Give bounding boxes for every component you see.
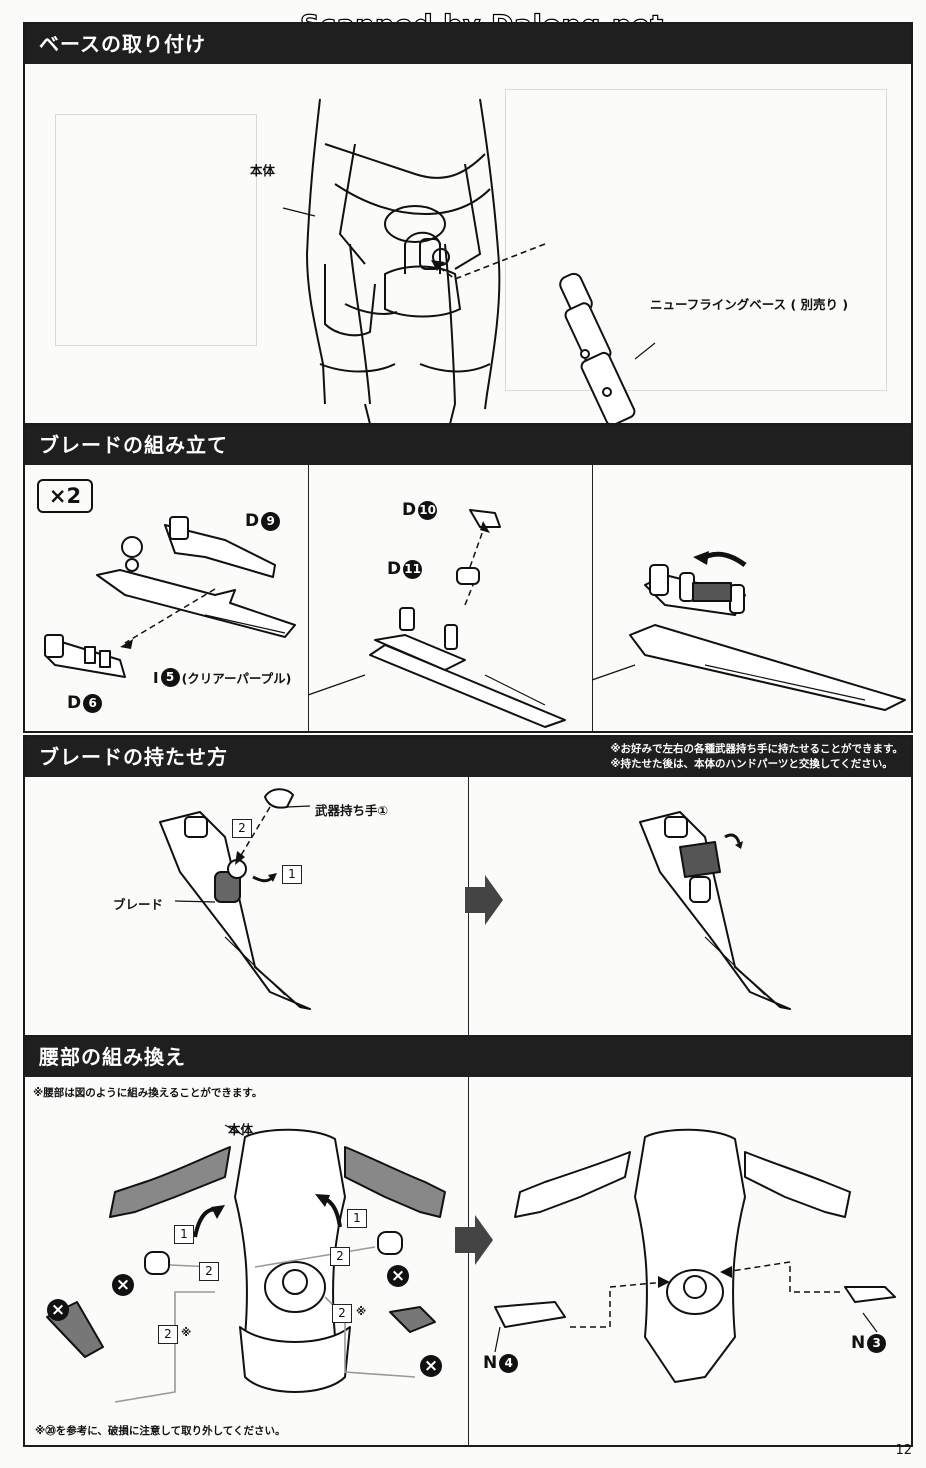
page-number: 12: [895, 1443, 912, 1458]
section-title: ベースの取り付け: [25, 24, 911, 64]
asterisk: ※: [356, 1306, 367, 1318]
step-divider: [592, 465, 593, 731]
asterisk: ※: [181, 1327, 192, 1339]
illustration-waist: ※腰部は図のように組み換えることができます。: [25, 1077, 911, 1445]
section-title: ブレードの組み立て: [25, 425, 911, 465]
part-number-badge: 5: [160, 668, 180, 687]
remove-icon: ×: [112, 1274, 134, 1296]
step-divider: [308, 465, 309, 731]
header-notes: ※お好みで左右の各種武器持ち手に持たせることができます。 ※持たせた後は、本体の…: [610, 743, 903, 770]
remove-icon: ×: [47, 1299, 69, 1321]
step-number: 1: [282, 865, 302, 884]
part-number-badge: 11: [403, 559, 423, 579]
label-body: 本体: [228, 1122, 254, 1137]
section-title: 腰部の組み換え: [25, 1037, 911, 1077]
part-number-badge: 4: [499, 1353, 519, 1373]
label-flying-base: ニューフライングベース ( 別売り ): [650, 297, 849, 312]
part-label-n3: N 3: [851, 1333, 887, 1353]
part-number-badge: 10: [418, 500, 438, 520]
label-body: 本体: [250, 163, 276, 178]
blade-assembly-svg: [44, 509, 906, 728]
remove-icon: ×: [387, 1265, 409, 1287]
note-bottom: ※⑳を参考に、破損に注意して取り外してください。: [35, 1425, 286, 1437]
part-label-d9: D 9: [245, 511, 281, 531]
remove-icon: ×: [420, 1355, 442, 1377]
panel-waist-swap: 腰部の組み換え ※腰部は図のように組み換えることができます。: [23, 1035, 913, 1447]
panel-base-attachment: ベースの取り付け: [23, 22, 913, 428]
multiplier-badge: ×2: [37, 479, 93, 513]
illustration-blade-assembly: ×2: [25, 465, 911, 731]
blade-hold-svg: [159, 788, 791, 1010]
step-number: 2: [158, 1325, 178, 1344]
panel-blade-hold: ブレードの持たせ方 ※お好みで左右の各種武器持ち手に持たせることができます。 ※…: [23, 735, 913, 1041]
part-label-d11: D 11: [387, 559, 423, 579]
section-title: ブレードの持たせ方: [25, 737, 911, 777]
waist-drawing-svg: [46, 1124, 896, 1403]
step-divider: [468, 1077, 469, 1445]
step-number: 2: [332, 1304, 352, 1323]
step-number: 2: [199, 1262, 219, 1281]
panel-blade-assembly: ブレードの組み立て ×2: [23, 423, 913, 733]
label-blade: ブレード: [113, 897, 164, 912]
step-number: 1: [174, 1225, 194, 1244]
part-number-badge: 6: [83, 693, 103, 713]
base-drawing-svg: [282, 98, 656, 427]
illustration-blade-hold: 武器持ち手① ブレード 2 1: [25, 777, 911, 1039]
part-label-d10: D 10: [402, 500, 438, 520]
illustration-base: 本体 ニューフライングベース ( 別売り ): [25, 64, 911, 427]
step-number: 2: [232, 819, 252, 838]
step-number: 2: [330, 1247, 350, 1266]
part-label-n4: N 4: [483, 1353, 519, 1373]
step-number: 1: [347, 1209, 367, 1228]
part-label-d6: D 6: [67, 693, 103, 713]
part-label-i5: I 5 (クリアーパープル): [153, 668, 292, 687]
part-number-badge: 3: [867, 1333, 887, 1353]
part-number-badge: 9: [261, 511, 281, 531]
note-top: ※腰部は図のように組み換えることができます。: [33, 1087, 263, 1099]
label-weapon-hand: 武器持ち手①: [315, 803, 389, 818]
